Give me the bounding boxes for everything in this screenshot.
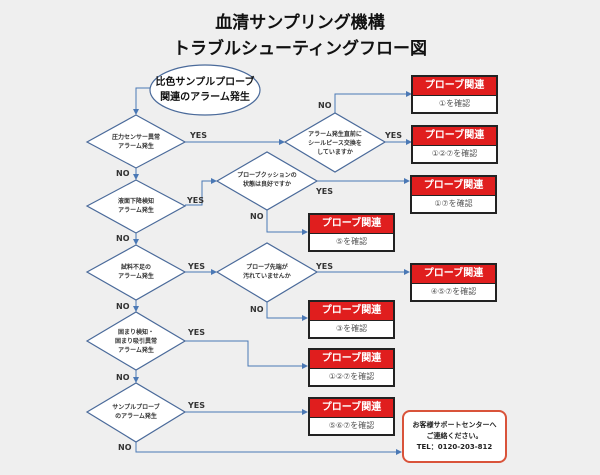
- yes-label: YES: [187, 196, 205, 205]
- decision-text: 状態は良好ですか: [242, 181, 291, 188]
- result-header: プローブ関連: [310, 302, 393, 321]
- result-body: ①⑦を確認: [434, 199, 473, 208]
- decision-text: プローブクッションの: [237, 172, 297, 179]
- decision-diamond: [85, 114, 187, 169]
- start-text: 比色サンプルプローブ: [155, 77, 255, 88]
- title-line-1: 血清サンプリング機構: [215, 13, 385, 33]
- decision-text: のアラーム発生: [115, 413, 157, 420]
- result-header: プローブ関連: [412, 265, 495, 284]
- result-header: プローブ関連: [310, 215, 393, 234]
- result-body: ③を確認: [335, 324, 368, 333]
- decision-text: 圧力センサー異常: [111, 134, 160, 141]
- start-node: 比色サンプルプローブ 関連のアラーム発生: [150, 66, 260, 114]
- result-body: ④⑤⑦を確認: [430, 287, 477, 296]
- no-label: NO: [116, 302, 130, 311]
- decision-pressure: 圧力センサー異常アラーム発生: [97, 122, 175, 162]
- result-header: プローブ関連: [413, 127, 496, 146]
- result-body: ①を確認: [438, 99, 471, 108]
- decision-text: していますか: [317, 148, 353, 156]
- decision-diamond: [283, 112, 387, 173]
- decision-level: 液面下降検知アラーム発生: [97, 186, 175, 226]
- decision-text: 試料不足の: [120, 264, 151, 271]
- start-text: 関連のアラーム発生: [160, 92, 250, 103]
- decision-text: サンプルプローブ: [112, 404, 160, 411]
- yes-label: YES: [316, 262, 334, 271]
- result-header: プローブ関連: [413, 77, 496, 96]
- title-line-2: トラブルシューティングフロー図: [173, 39, 427, 59]
- connector: [135, 442, 402, 455]
- connector: [185, 178, 217, 206]
- result-header: プローブ関連: [412, 177, 495, 196]
- start-ellipse: [149, 64, 261, 116]
- result-box: プローブ関連 ③を確認: [308, 300, 395, 339]
- result-body: ⑤を確認: [335, 237, 368, 246]
- support-text: お客様サポートセンターへ: [412, 421, 497, 429]
- no-label: NO: [118, 443, 132, 452]
- decision-text: アラーム発生: [118, 273, 154, 280]
- no-label: NO: [116, 169, 130, 178]
- decision-seal: アラーム発生直前にシールピース交換をしていますか: [295, 122, 375, 164]
- support-text: ご連絡ください。: [426, 432, 483, 440]
- result-body: ①②⑦を確認: [328, 372, 375, 381]
- decision-sample-probe: サンプルプローブのアラーム発生: [97, 392, 175, 432]
- connector: [133, 87, 152, 115]
- connector: [266, 302, 308, 321]
- connector: [185, 340, 308, 369]
- result-box: プローブ関連 ①⑦を確認: [410, 175, 497, 214]
- decision-text: アラーム発生直前に: [308, 130, 362, 138]
- decision-text: シールピース交換を: [308, 139, 362, 147]
- decision-probe-tip: プローブ先端が汚れていませんか: [225, 252, 309, 292]
- no-label: NO: [250, 212, 264, 221]
- decision-text: 固まり吸引異常: [114, 337, 157, 345]
- decision-text: 液面下降検知: [117, 198, 154, 205]
- result-box: プローブ関連 ⑤を確認: [308, 213, 395, 252]
- decision-diamond: [85, 382, 187, 443]
- decision-text: アラーム発生: [118, 207, 154, 214]
- decision-diamond: [85, 244, 187, 301]
- decision-diamond: [85, 311, 187, 371]
- decision-text: 汚れていませんか: [243, 273, 291, 280]
- decision-text: アラーム発生: [118, 143, 154, 150]
- decision-diamond: [85, 179, 187, 234]
- no-label: NO: [116, 373, 130, 382]
- decision-text: アラーム発生: [118, 346, 154, 354]
- yes-label: YES: [188, 262, 206, 271]
- result-body: ⑤⑥⑦を確認: [328, 421, 375, 430]
- no-label: NO: [116, 234, 130, 243]
- no-label: NO: [250, 305, 264, 314]
- support-phone: TEL：0120-203-812: [416, 443, 493, 451]
- result-box: プローブ関連 ①を確認: [411, 75, 498, 114]
- result-box: プローブ関連 ⑤⑥⑦を確認: [308, 397, 395, 436]
- decision-diamond: [215, 242, 319, 303]
- support-center-box: お客様サポートセンターへ ご連絡ください。 TEL：0120-203-812: [402, 410, 507, 463]
- connector: [334, 91, 412, 113]
- decision-diamond: [215, 151, 319, 211]
- decision-cushion: プローブクッションの状態は良好ですか: [225, 160, 309, 200]
- decision-text: プローブ先端が: [246, 264, 288, 271]
- yes-label: YES: [385, 131, 403, 140]
- decision-clot: 固まり検知・固まり吸引異常アラーム発生: [97, 321, 175, 361]
- yes-label: YES: [188, 328, 206, 337]
- connector: [266, 210, 308, 235]
- result-box: プローブ関連 ④⑤⑦を確認: [410, 263, 497, 302]
- yes-label: YES: [190, 131, 208, 140]
- decision-text: 固まり検知・: [117, 328, 154, 336]
- yes-label: YES: [188, 401, 206, 410]
- decision-sample-short: 試料不足のアラーム発生: [97, 252, 175, 292]
- no-label: NO: [318, 101, 332, 110]
- result-header: プローブ関連: [310, 350, 393, 369]
- result-header: プローブ関連: [310, 399, 393, 418]
- yes-label: YES: [316, 187, 334, 196]
- result-box: プローブ関連 ①②⑦を確認: [411, 125, 498, 164]
- result-body: ①②⑦を確認: [431, 149, 478, 158]
- result-box: プローブ関連 ①②⑦を確認: [308, 348, 395, 387]
